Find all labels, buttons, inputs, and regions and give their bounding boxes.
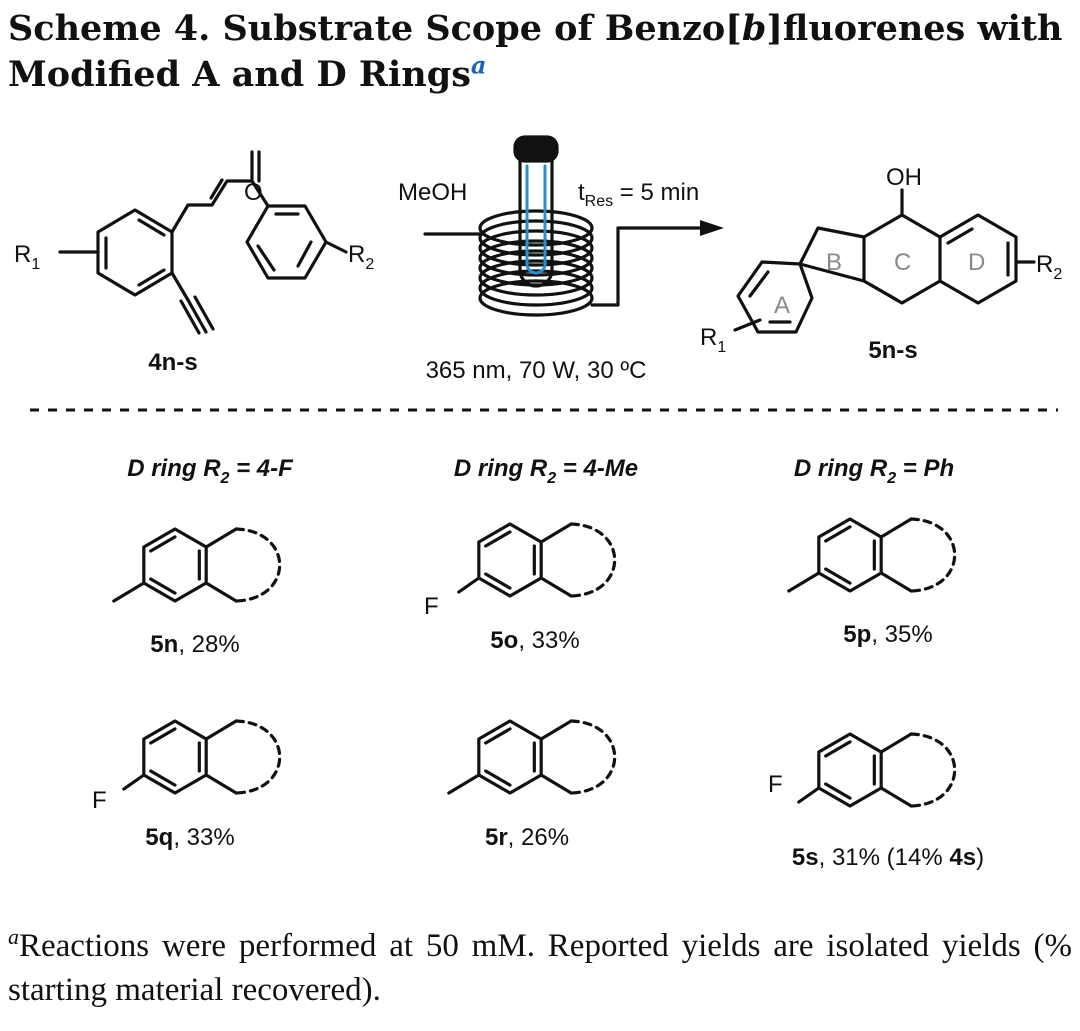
ring-label-c: C [894,249,911,276]
footnote-text: Reactions were performed at 50 mM. Repor… [8,928,1072,1008]
reactant-label: 4n-s [148,349,197,376]
substituent-bond-5s [797,786,821,804]
column-header-4me: D ring R2 = 4-Me [454,455,638,487]
product-label: 5n-s [868,337,917,364]
compound-caption-5p: 5p, 35% [843,621,932,648]
title-line2: Modified A and D Rings [8,54,471,95]
column-header-ph: D ring R2 = Ph [794,455,954,487]
product-r2: R2 [1036,251,1062,283]
substituent-bond-5n [112,581,146,603]
title-prefix: Scheme 4. Substrate Scope of Benzo[ [8,8,742,49]
photoreactor-coil [423,135,702,317]
reactant-structure [58,150,348,335]
compound-caption-5o: 5o, 33% [490,627,579,654]
reactant-ketone-o: O [244,179,263,206]
fluorine-label-5o: F [424,593,439,620]
product-hydroxyl: OH [886,164,922,191]
fluorine-label-5q: F [92,787,107,814]
ring-label-d: D [968,249,985,276]
ring-label-a: A [774,292,790,319]
product-structure [733,188,1036,334]
product-r1: R1 [700,324,726,356]
reaction-scheme: O R1 R2 4n-s MeOH tRes = 5 min 365 nm, 7… [14,135,1062,871]
fragment-arc-5n [234,527,282,603]
scheme-title: Scheme 4. Substrate Scope of Benzo[b]flu… [8,6,1068,98]
footnote-marker: a [8,924,19,949]
solvent-label: MeOH [398,179,467,206]
reaction-conditions: 365 nm, 70 W, 30 ºC [426,357,647,384]
substituent-bond-5p [787,571,821,593]
substituent-bond-5q [122,773,146,791]
fragment-ring-5s [817,732,913,808]
fluorine-label-5s: F [768,771,783,798]
reactant-r2: R2 [348,241,374,273]
title-footnote-marker: a [470,50,487,80]
residence-time: tRes = 5 min [578,179,699,210]
compound-caption-5n: 5n, 28% [150,631,239,658]
fragment-ring-5r [477,719,573,795]
fragment-arc-5p [909,517,957,593]
fragment-arc-5q [234,719,282,795]
title-italic: b [741,8,767,49]
fragment-ring-5n [142,527,238,603]
compound-caption-5s: 5s, 31% (14% 4s) [792,844,984,871]
compound-caption-5r: 5r, 26% [485,824,569,851]
fragment-ring-5q [142,719,238,795]
reactant-r1: R1 [14,241,40,273]
ring-label-b: B [826,249,842,276]
fragment-arc-5r [569,719,617,795]
fragment-ring-5p [817,517,913,593]
substituent-bond-5o [457,576,481,594]
fragment-ring-5o [477,522,573,598]
fragment-arc-5o [569,522,617,598]
reaction-arrow-head [700,220,724,236]
fragment-arc-5s [909,732,957,808]
footnote: aReactions were performed at 50 mM. Repo… [8,924,1072,1012]
title-suffix: ]fluorenes with [766,8,1063,49]
compound-caption-5q: 5q, 33% [145,824,234,851]
column-header-4f: D ring R2 = 4-F [127,455,294,487]
substituent-bond-5r [447,773,481,795]
